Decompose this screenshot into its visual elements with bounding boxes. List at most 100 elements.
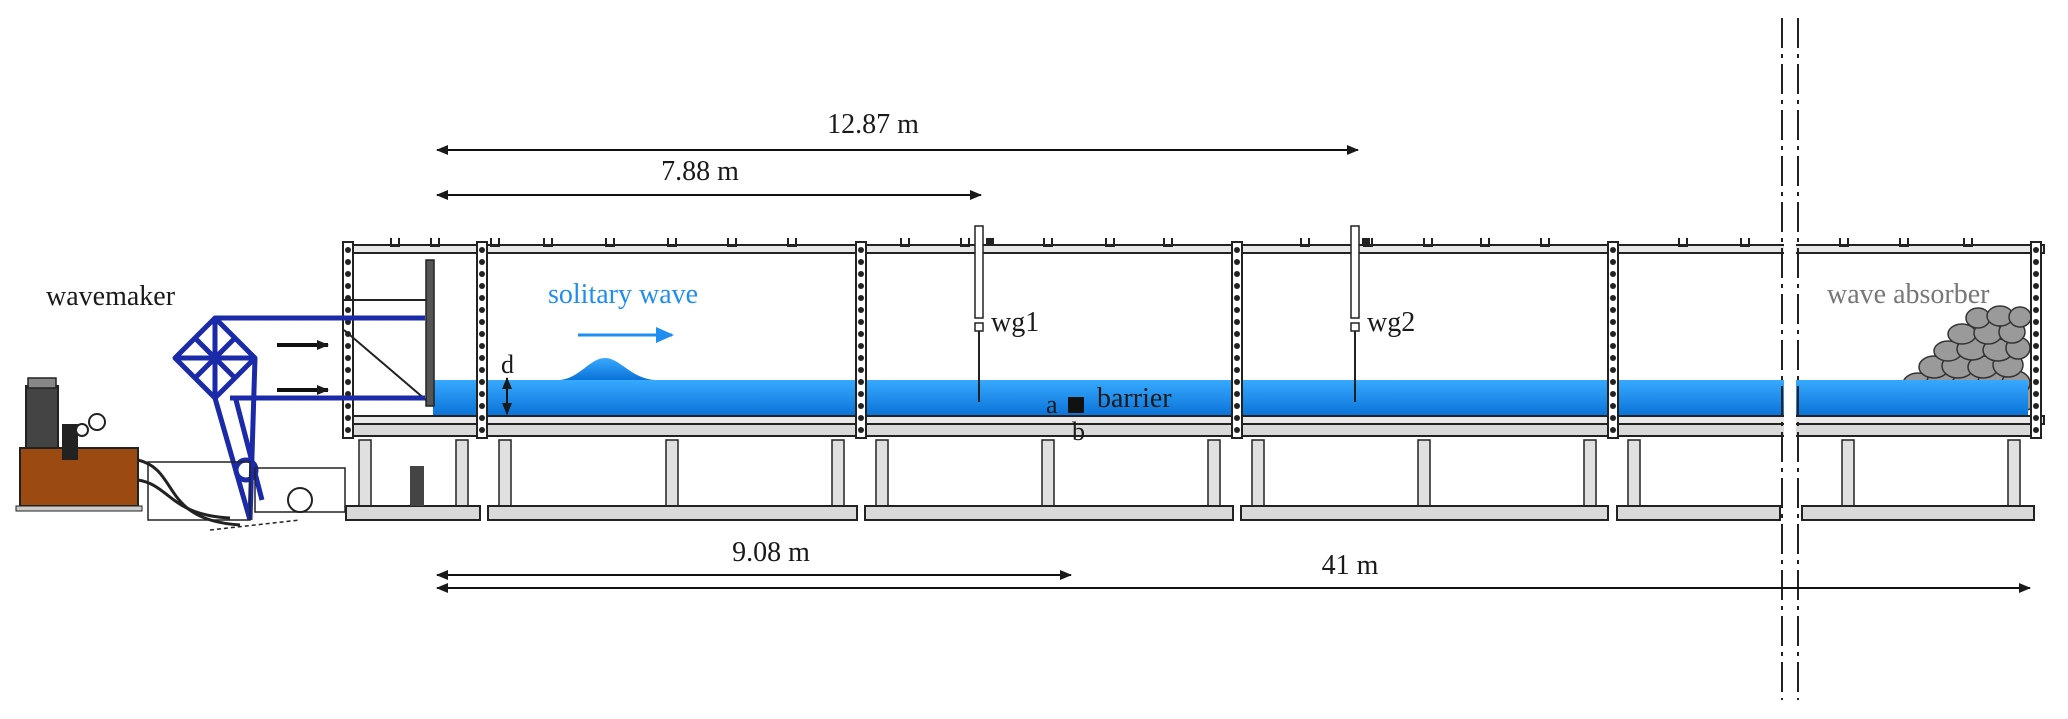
tank-post <box>1607 241 1619 439</box>
tank-supports <box>345 439 2035 521</box>
post-bolt <box>345 355 351 361</box>
depth-label: d <box>501 350 514 379</box>
post-bolt <box>1234 367 1240 373</box>
post-bolt <box>858 355 864 361</box>
wave-gauge-2 <box>1350 225 1370 402</box>
base-beam <box>345 505 481 521</box>
post-bolt <box>1610 367 1616 373</box>
tank-post <box>342 241 354 439</box>
post-bolt <box>1610 259 1616 265</box>
wavemaker-frame <box>172 315 425 521</box>
post-bolt <box>858 343 864 349</box>
post-bolt <box>345 403 351 409</box>
post-bolt <box>1234 379 1240 385</box>
post-bolt <box>1610 391 1616 397</box>
rail-clip <box>1105 238 1115 247</box>
post-bolt <box>858 271 864 277</box>
post-bolt <box>1234 415 1240 421</box>
support-leg <box>875 439 889 507</box>
support-leg <box>1251 439 1265 507</box>
rail-clip <box>430 238 440 247</box>
post-bolt <box>1234 427 1240 433</box>
barrier-block <box>1068 397 1084 413</box>
post-bolt <box>345 379 351 385</box>
base-beam <box>487 505 858 521</box>
post-bolt <box>479 391 485 397</box>
absorber-rock <box>2008 306 2032 328</box>
post-bolt <box>1234 295 1240 301</box>
post-bolt <box>858 331 864 337</box>
post-bolt <box>1610 355 1616 361</box>
rail-clip <box>605 238 615 247</box>
rail-clip <box>960 238 970 247</box>
base-beam <box>1801 505 2035 521</box>
rail-clip <box>1300 238 1310 247</box>
post-bolt <box>479 355 485 361</box>
post-bolt <box>2033 283 2039 289</box>
post-bolt <box>479 295 485 301</box>
post-bolt <box>1234 259 1240 265</box>
support-leg <box>498 439 512 507</box>
post-bolt <box>1234 247 1240 253</box>
post-bolt <box>479 271 485 277</box>
post-bolt <box>2033 331 2039 337</box>
tank-post <box>2030 241 2042 439</box>
post-bolt <box>479 415 485 421</box>
post-bolt <box>479 379 485 385</box>
post-bolt <box>858 247 864 253</box>
post-bolt <box>479 367 485 373</box>
wave-absorber-label: wave absorber <box>1827 279 1990 310</box>
rail-clip <box>727 238 737 247</box>
support-leg <box>2007 439 2021 507</box>
post-bolt <box>2033 415 2039 421</box>
barrier-label: barrier <box>1097 383 1172 414</box>
post-bolt <box>1610 295 1616 301</box>
support-leg <box>1583 439 1597 507</box>
wavemaker-arrows <box>277 340 329 395</box>
support-leg <box>1041 439 1055 507</box>
support-leg <box>831 439 845 507</box>
post-bolt <box>479 319 485 325</box>
post-bolt <box>345 367 351 373</box>
post-bolt <box>1610 307 1616 313</box>
post-bolt <box>2033 343 2039 349</box>
post-bolt <box>2033 295 2039 301</box>
post-bolt <box>479 343 485 349</box>
post-bolt <box>479 247 485 253</box>
gauge-2-label: wg2 <box>1367 307 1415 338</box>
post-bolt <box>1234 283 1240 289</box>
post-bolt <box>345 307 351 313</box>
post-bolt <box>345 427 351 433</box>
post-bolt <box>345 247 351 253</box>
post-bolt <box>479 283 485 289</box>
support-leg <box>665 439 679 507</box>
post-bolt <box>1234 307 1240 313</box>
base-beam <box>1240 505 1609 521</box>
support-leg <box>358 439 372 507</box>
post-bolt <box>1610 343 1616 349</box>
wave-gauge-1 <box>974 225 994 402</box>
rail-clip <box>1540 238 1550 247</box>
post-bolt <box>1610 271 1616 277</box>
post-bolt <box>2033 379 2039 385</box>
post-bolt <box>479 427 485 433</box>
post-bolt <box>858 427 864 433</box>
post-bolt <box>858 295 864 301</box>
post-bolt <box>858 415 864 421</box>
post-bolt <box>1234 355 1240 361</box>
wavemaker-label: wavemaker <box>46 281 176 312</box>
post-bolt <box>2033 367 2039 373</box>
support-leg <box>1417 439 1431 507</box>
support-leg <box>455 439 469 507</box>
rail-clip <box>1839 238 1849 247</box>
post-bolt <box>345 271 351 277</box>
post-bolt <box>1234 271 1240 277</box>
post-bolt <box>345 259 351 265</box>
support-leg <box>1841 439 1855 507</box>
post-bolt <box>479 331 485 337</box>
post-bolt <box>858 283 864 289</box>
dim-label-7-88: 7.88 m <box>661 156 739 187</box>
wavemaker-paddle <box>343 259 435 407</box>
post-bolt <box>1610 415 1616 421</box>
rail-clip <box>1480 238 1490 247</box>
